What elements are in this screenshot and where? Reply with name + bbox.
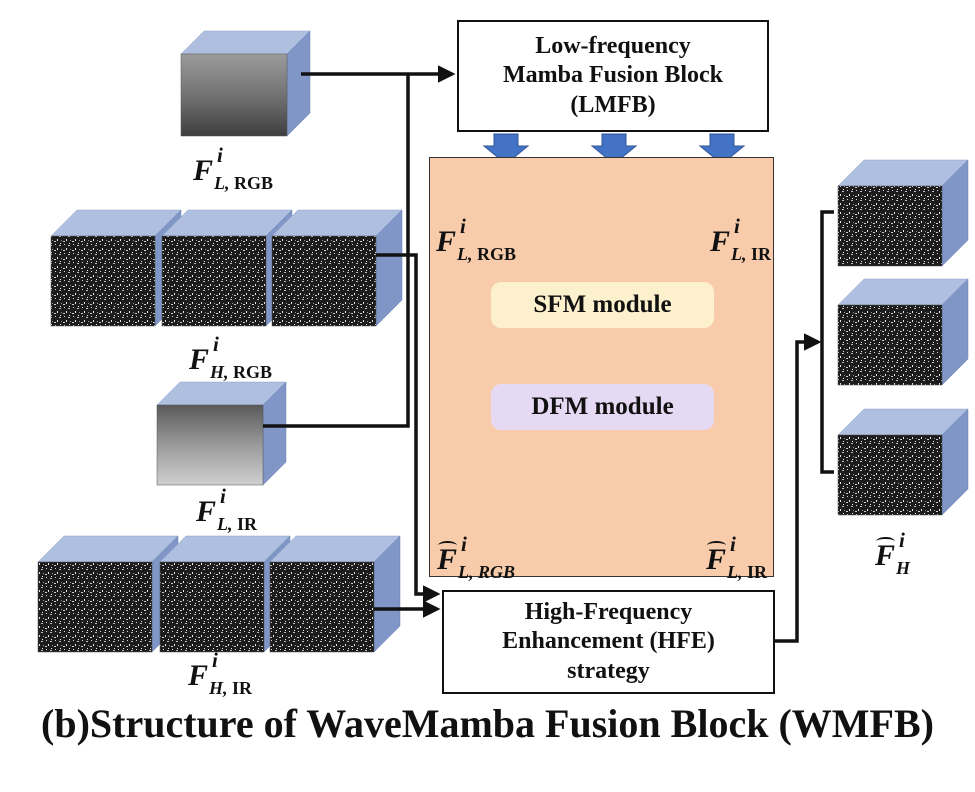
lmfb-line1: Low-frequency [535, 33, 691, 60]
blue-arrow-mid [590, 133, 638, 165]
blue-arrow-right [698, 133, 746, 165]
cube-fl-ir [156, 381, 287, 486]
cube-fh-ir-3 [269, 535, 401, 653]
cube-fh-hat-1 [837, 159, 969, 267]
fusion-panel [429, 157, 774, 577]
hfe-line3: strategy [567, 657, 650, 684]
dfm-module: DFM module [491, 384, 714, 430]
lmfb-line2: Mamba Fusion Block [502, 62, 724, 89]
hfe-block: High-Frequency Enhancement (HFE) strateg… [442, 590, 775, 694]
lmfb-line3: (LMFB) [570, 91, 656, 118]
sfm-module: SFM module [491, 282, 714, 328]
bracket-output [820, 210, 834, 474]
figure-title: (b)Structure of WaveMamba Fusion Block (… [41, 701, 934, 746]
cube-fh-rgb-1 [50, 209, 182, 327]
cube-fh-hat-2 [837, 278, 969, 386]
cube-fh-hat-3 [837, 408, 969, 516]
hfe-line1: High-Frequency [524, 599, 693, 626]
line-hfe-to-output [775, 333, 822, 643]
line-fl-ir-to-lmfb [263, 74, 410, 428]
blue-arrow-left [482, 133, 530, 165]
cube-fh-rgb-3 [271, 209, 403, 327]
cube-fh-ir-1 [37, 535, 179, 653]
cube-fl-rgb [180, 30, 311, 137]
hfe-line2: Enhancement (HFE) [502, 628, 715, 655]
line-fh-rgb-to-hfe [376, 253, 441, 603]
lmfb-block: Low-frequency Mamba Fusion Block (LMFB) [457, 20, 769, 132]
